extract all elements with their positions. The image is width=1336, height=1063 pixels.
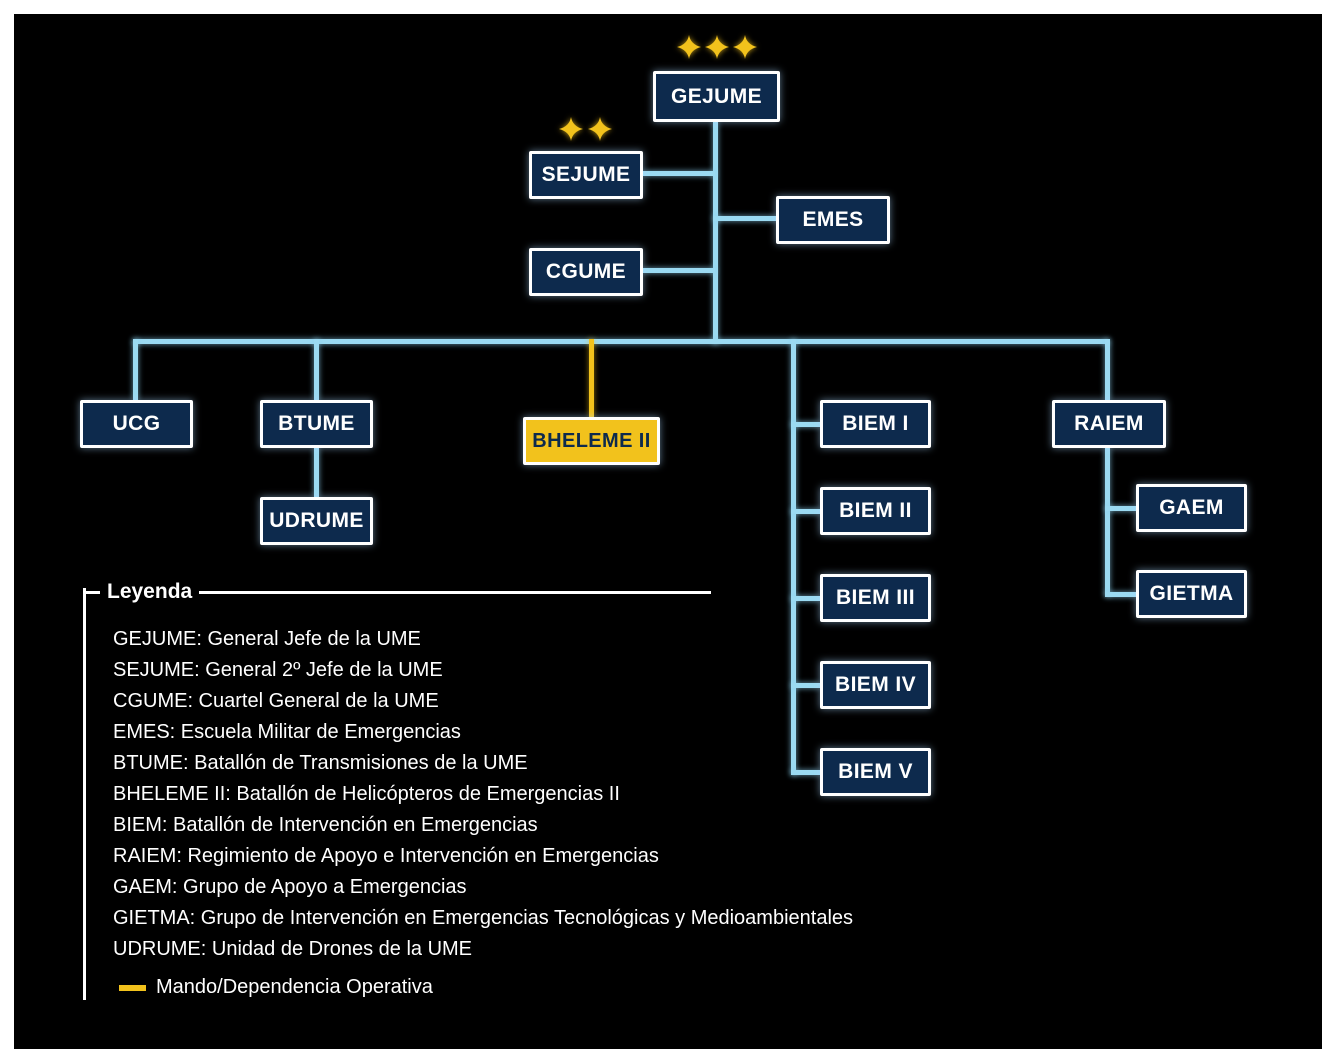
connector-trunk-top [713, 122, 718, 344]
connector-ucg-drop [133, 339, 138, 400]
node-gietma: GIETMA [1136, 570, 1247, 618]
legend-title: Leyenda [107, 580, 193, 603]
star-icon [559, 117, 583, 141]
legend-items: GEJUME: General Jefe de la UME SEJUME: G… [113, 624, 853, 965]
node-biem-i: BIEM I [820, 400, 931, 448]
connector-sejume [643, 171, 715, 176]
node-gaem: GAEM [1136, 484, 1247, 532]
legend-item: SEJUME: General 2º Jefe de la UME [113, 659, 443, 681]
connector-main-horizontal [133, 339, 1109, 344]
star-icon [588, 117, 612, 141]
legend-item: BIEM: Batallón de Intervención en Emerge… [113, 814, 538, 836]
legend-item: BTUME: Batallón de Transmisiones de la U… [113, 752, 528, 774]
org-chart-canvas: GEJUME SEJUME EMES CGUME UCG BTUME UDRUM… [14, 14, 1322, 1049]
legend-item: GAEM: Grupo de Apoyo a Emergencias [113, 876, 467, 898]
node-udrume: UDRUME [260, 497, 373, 545]
connector-biem1-stub [791, 422, 820, 427]
connector-biem3-stub [791, 596, 820, 601]
connector-raiem-trunk [1105, 448, 1110, 596]
node-sejume: SEJUME [529, 151, 643, 199]
legend-rule [199, 591, 711, 594]
node-cgume: CGUME [529, 248, 643, 296]
legend-note: Mando/Dependencia Operativa [119, 976, 433, 999]
connector-gietma-stub [1105, 592, 1136, 597]
legend-note-text: Mando/Dependencia Operativa [156, 976, 433, 998]
legend-item: EMES: Escuela Militar de Emergencias [113, 721, 461, 743]
node-raiem: RAIEM [1052, 400, 1166, 448]
node-biem-iv: BIEM IV [820, 661, 931, 709]
node-biem-ii: BIEM II [820, 487, 931, 535]
connector-biem-trunk [791, 339, 796, 775]
connector-btume-drop [314, 339, 319, 400]
gold-line-swatch-icon [119, 984, 146, 991]
connector-btume-udrume [314, 448, 319, 497]
star-icon [705, 35, 729, 59]
connector-raiem-drop [1105, 339, 1110, 400]
star-icon [677, 35, 701, 59]
legend-item: BHELEME II: Batallón de Helicópteros de … [113, 783, 620, 805]
connector-biem5-stub [791, 770, 820, 775]
connector-bheleme-drop [589, 339, 594, 417]
legend-item: CGUME: Cuartel General de la UME [113, 690, 439, 712]
connector-biem2-stub [791, 509, 820, 514]
legend-item: GIETMA: Grupo de Intervención en Emergen… [113, 907, 854, 929]
node-biem-iii: BIEM III [820, 574, 931, 622]
legend-bracket-vertical [83, 588, 86, 1000]
legend-item: RAIEM: Regimiento de Apoyo e Intervenció… [113, 845, 659, 867]
connector-biem4-stub [791, 683, 820, 688]
legend-bracket-tick [83, 591, 100, 594]
star-icon [733, 35, 757, 59]
node-btume: BTUME [260, 400, 373, 448]
connector-emes [713, 216, 777, 221]
node-biem-v: BIEM V [820, 748, 931, 796]
connector-cgume [643, 268, 715, 273]
node-ucg: UCG [80, 400, 193, 448]
node-emes: EMES [776, 196, 890, 244]
legend-item: GEJUME: General Jefe de la UME [113, 628, 421, 650]
node-bheleme-ii: BHELEME II [523, 417, 660, 465]
legend-item: UDRUME: Unidad de Drones de la UME [113, 938, 473, 960]
connector-gaem-stub [1105, 506, 1136, 511]
node-gejume: GEJUME [653, 71, 780, 122]
